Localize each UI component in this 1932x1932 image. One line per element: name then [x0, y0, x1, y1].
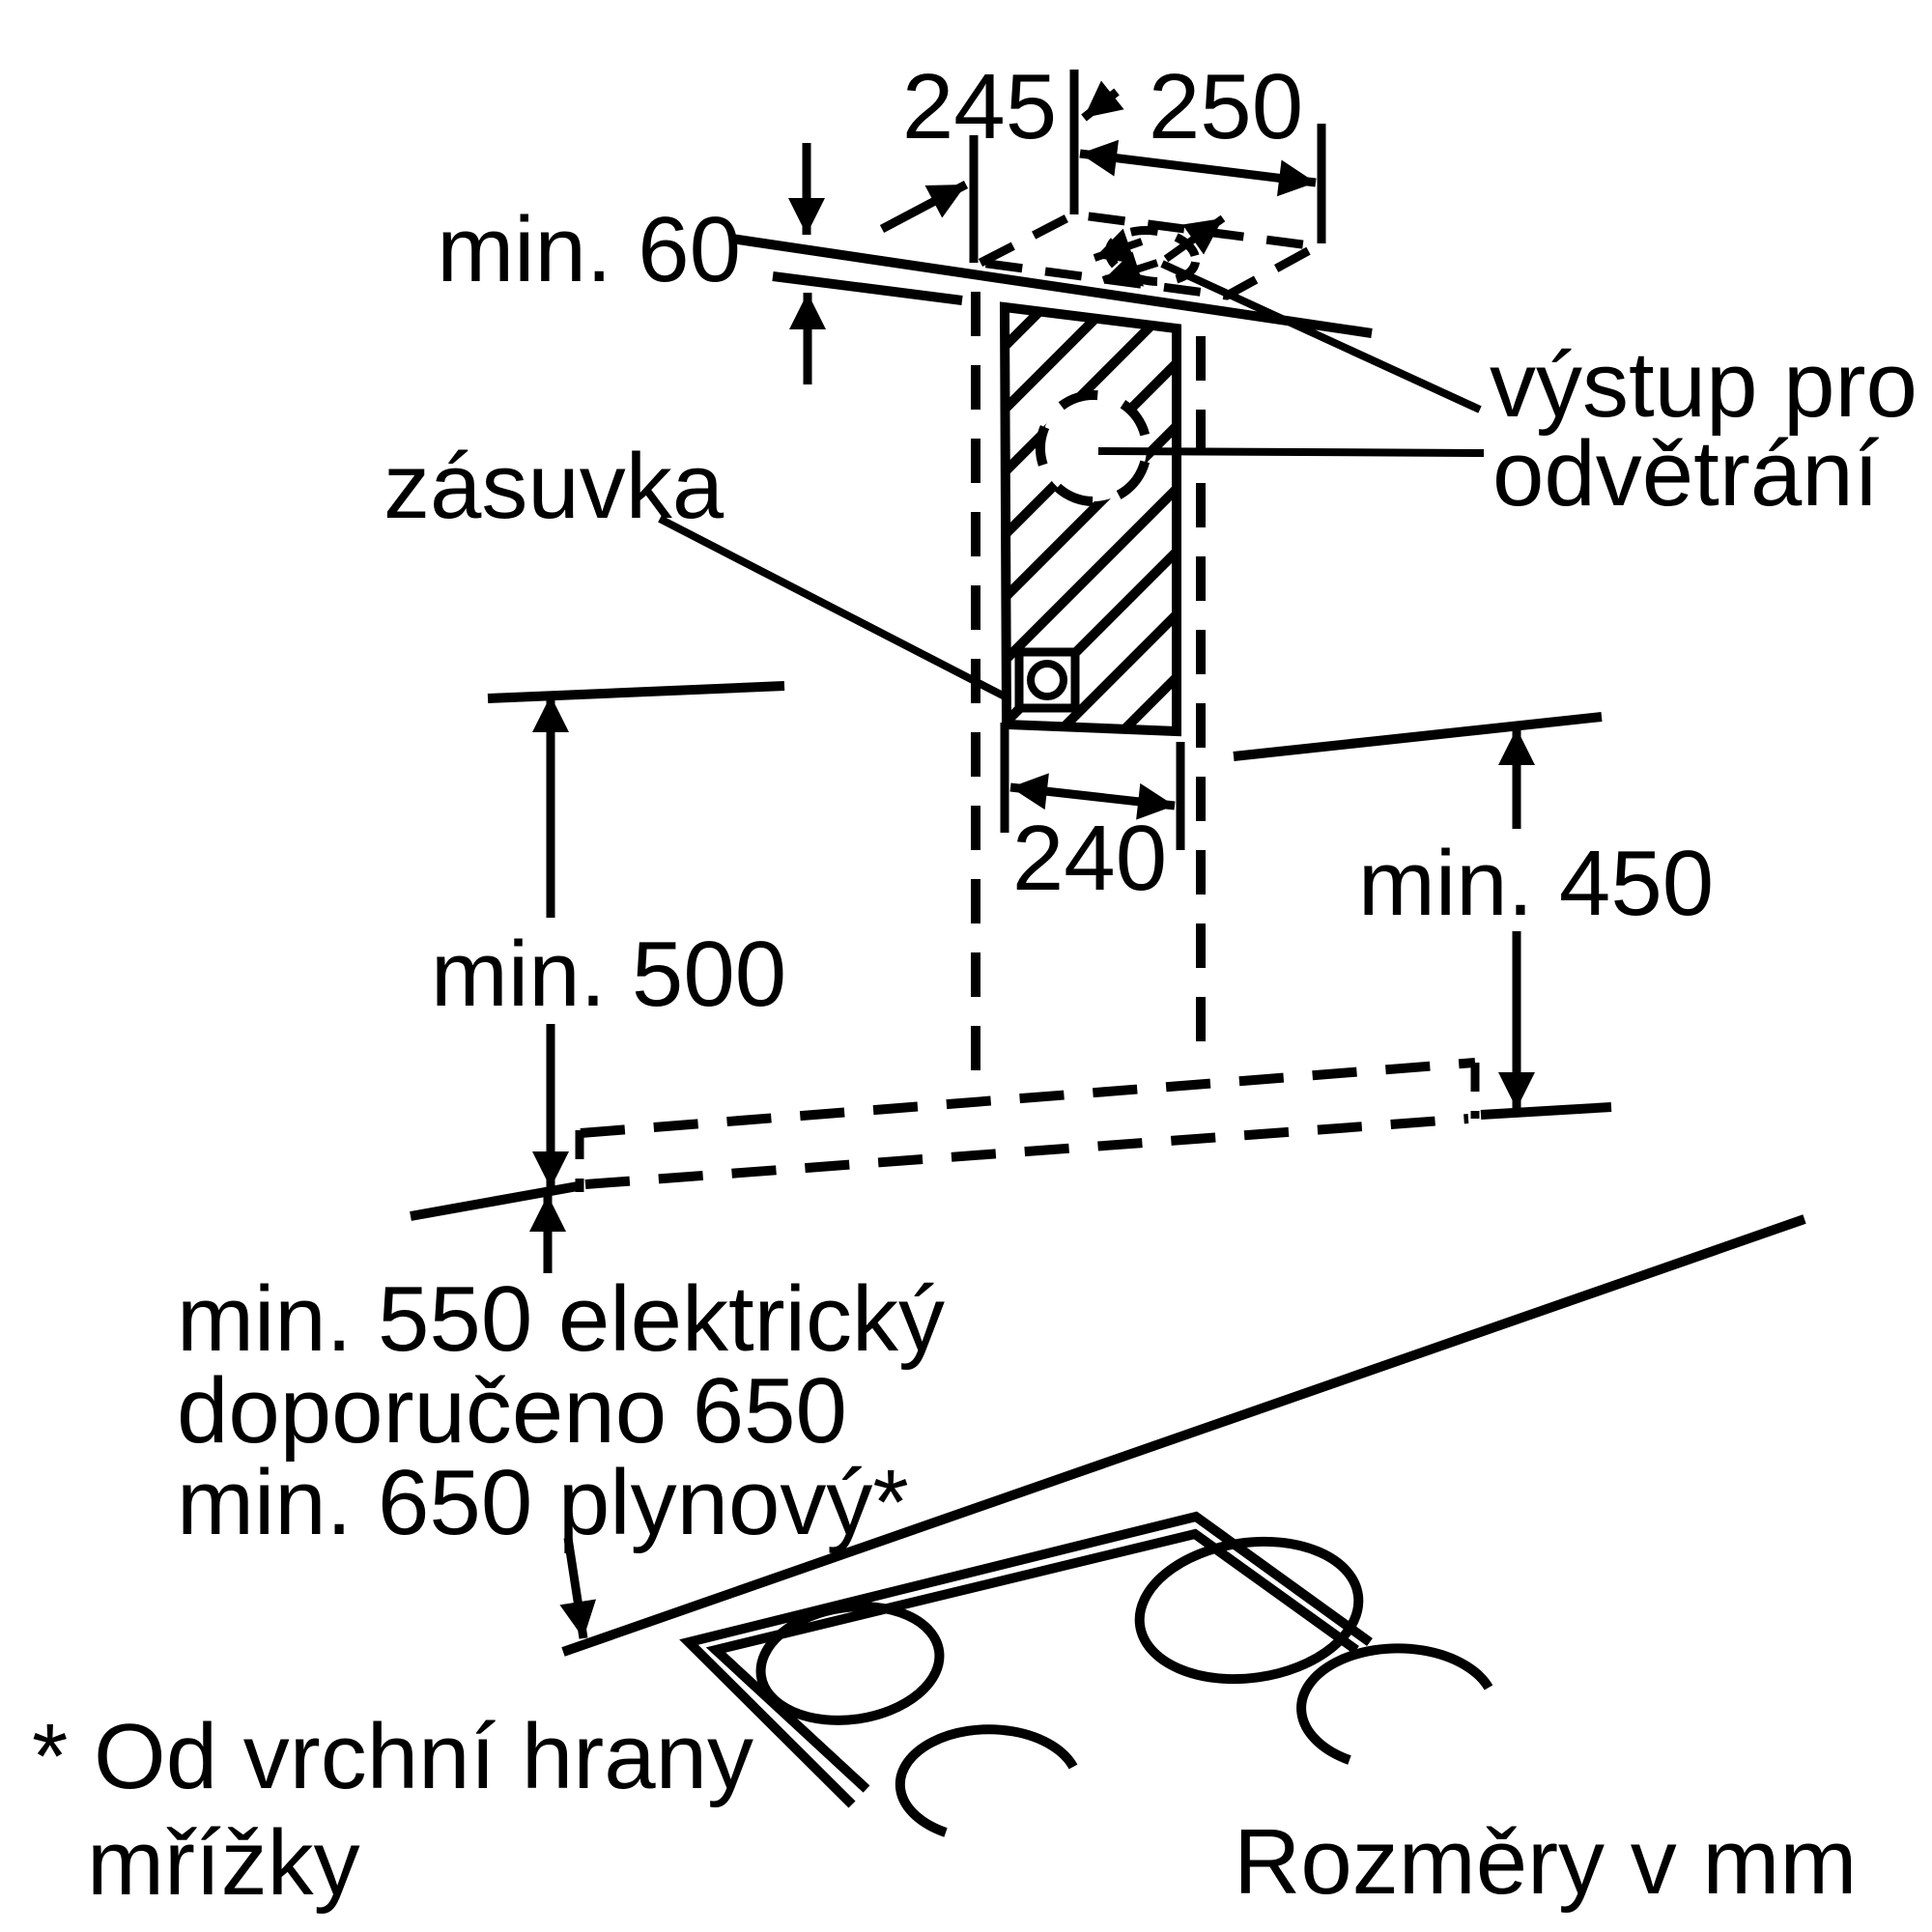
- dim-240-label: 240: [1012, 807, 1167, 910]
- footnote-line2: mřížky: [87, 1811, 360, 1915]
- clearance-label-line3: min. 650 plynový*: [177, 1451, 909, 1554]
- vent-hole-circle: [1036, 390, 1151, 506]
- min450-bottom-reference: [1480, 1102, 1612, 1120]
- hood-bottom-reference: [410, 1181, 579, 1221]
- hood-bottom-edge-dashed: [584, 1114, 1469, 1189]
- ceiling-line-lower: [772, 271, 963, 305]
- socket-leader-line: [658, 515, 1009, 701]
- footnote-line1: * Od vrchní hrany: [32, 1705, 753, 1808]
- hood-top-edge-dashed: [580, 1058, 1476, 1138]
- burner-rear-right: [1134, 1536, 1364, 1685]
- min550-dimension-bottom: [559, 1537, 597, 1639]
- dim250-pointer-arrow: [1081, 80, 1124, 122]
- min450-label-bg: [1349, 829, 1727, 931]
- outlet-direction-arrow-3: [1163, 214, 1226, 263]
- clearance-label-line1: min. 550 elektrický: [177, 1267, 945, 1371]
- min450-top-reference: [1233, 712, 1603, 761]
- min500-label: min. 500: [431, 923, 786, 1026]
- socket-label: zásuvka: [384, 435, 724, 538]
- vent-leader-line-1: [1160, 260, 1482, 413]
- countertop-line: [561, 1214, 1806, 1657]
- min60-label: min. 60: [437, 198, 741, 301]
- cooktop-outer-border: [679, 1511, 1373, 1808]
- socket-circle: [1027, 660, 1067, 700]
- vent-label-line2: odvětrání: [1492, 422, 1880, 526]
- clearance-label-line2: doporučeno 650: [177, 1359, 847, 1463]
- cooktop-inner-border: [705, 1528, 1359, 1793]
- duct-footprint-dashed-box: [966, 210, 1331, 300]
- dim-250-label: 250: [1149, 55, 1303, 158]
- units-note: Rozměry v mm: [1234, 1810, 1857, 1914]
- dim245-leader-arrow: [879, 181, 969, 233]
- vent-leader-line-2: [1097, 447, 1485, 457]
- ceiling-line-upper: [730, 234, 1373, 338]
- outlet-direction-arrow-2: [1101, 251, 1159, 287]
- dim250-dimension-line: [1079, 139, 1317, 197]
- burner-rear-left: [755, 1602, 945, 1725]
- dim-245-label: 245: [902, 55, 1057, 158]
- vent-label-line1: výstup pro: [1490, 333, 1918, 437]
- min450-label: min. 450: [1358, 832, 1714, 935]
- burner-front-right-arc: [1296, 1643, 1493, 1765]
- burner-front-left-arc: [895, 1724, 1078, 1837]
- min500-label-bg: [413, 918, 804, 1024]
- dim240-dimension-line: [1009, 773, 1176, 820]
- outlet-direction-arrow-1: [1093, 228, 1144, 264]
